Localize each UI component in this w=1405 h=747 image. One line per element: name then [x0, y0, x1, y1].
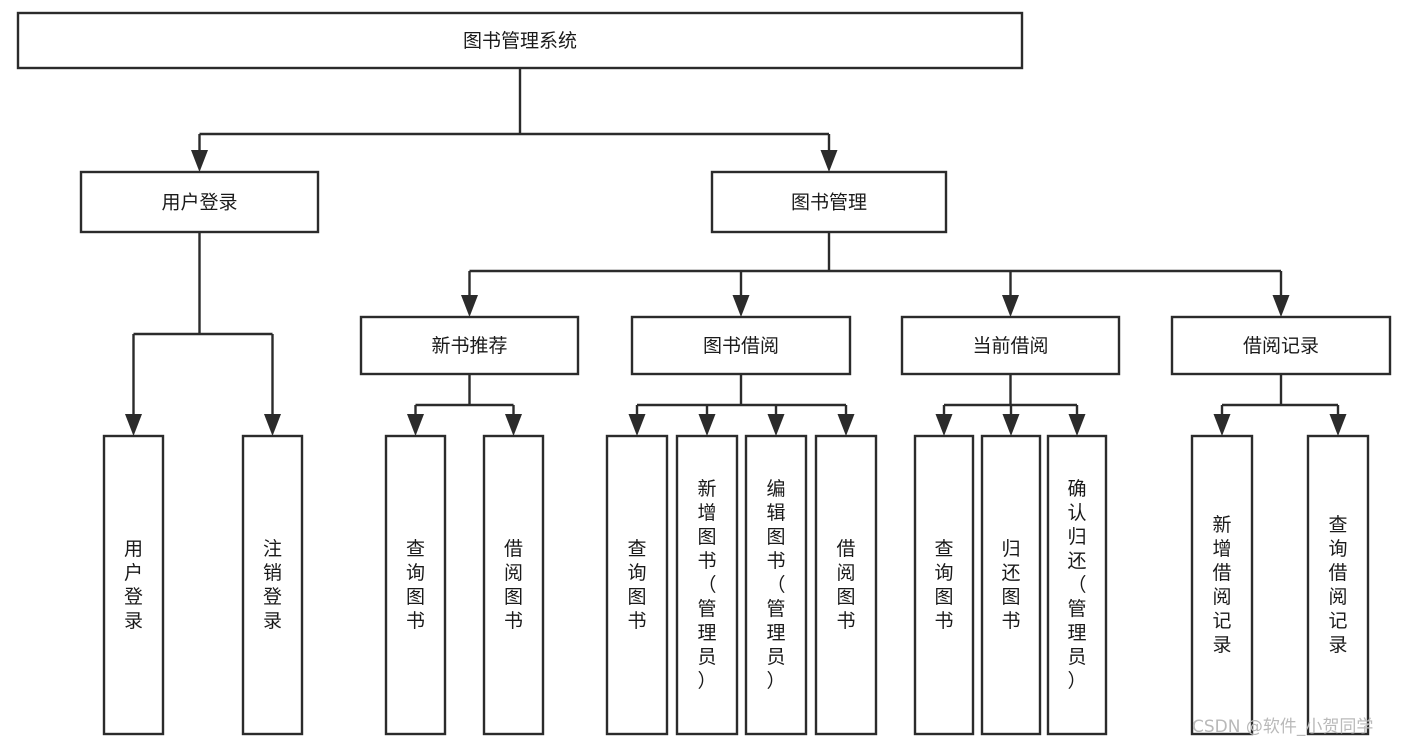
- node-label: 查询图书: [934, 538, 953, 632]
- node-leaf-return-book[interactable]: 归还图书: [980, 434, 1042, 736]
- node-label: 借阅图书: [836, 538, 855, 632]
- node-label: 图书借阅: [703, 335, 779, 357]
- arrow-head-icon: [698, 414, 716, 436]
- node-user-login[interactable]: 用户登录: [79, 170, 320, 234]
- edge-group-current-borrow: [935, 374, 1086, 436]
- arrow-head-icon: [1002, 295, 1019, 317]
- node-label: 新书推荐: [431, 335, 507, 357]
- node-box: [814, 434, 878, 736]
- node-label: 新增图书（管理员）: [697, 478, 716, 692]
- arrow-head-icon: [837, 414, 855, 436]
- arrow-head-icon: [191, 150, 208, 172]
- node-book-borrow[interactable]: 图书借阅: [630, 315, 852, 376]
- node-leaf-query-book-1[interactable]: 查询图书: [384, 434, 447, 736]
- node-label: 查询借阅记录: [1328, 514, 1347, 656]
- arrow-head-icon: [1002, 414, 1020, 436]
- node-box: [900, 315, 1121, 376]
- arrow-head-icon: [732, 295, 750, 317]
- node-leaf-query-book-2[interactable]: 查询图书: [605, 434, 669, 736]
- node-box: [710, 170, 948, 234]
- edge-group-book-manage: [461, 232, 1290, 317]
- arrow-head-icon: [1213, 414, 1231, 436]
- edge-group-new-book-recommend: [407, 374, 522, 436]
- node-box: [913, 434, 975, 736]
- node-borrow-record[interactable]: 借阅记录: [1170, 315, 1392, 376]
- node-leaf-logout[interactable]: 注销登录: [241, 434, 304, 736]
- node-label: 查询图书: [627, 538, 646, 632]
- node-label: 借阅记录: [1243, 335, 1319, 357]
- node-leaf-add-borrow-record[interactable]: 新增借阅记录: [1190, 434, 1254, 736]
- watermark-label: CSDN @软件_小贺同学: [1192, 717, 1373, 737]
- node-label: 查询图书: [406, 538, 425, 632]
- edges-layer: [125, 68, 1347, 436]
- node-label: 借阅图书: [504, 538, 523, 632]
- node-leaf-query-borrow-record[interactable]: 查询借阅记录: [1306, 434, 1370, 736]
- nodes-layer: 图书管理系统用户登录图书管理新书推荐图书借阅当前借阅借阅记录用户登录注销登录查询…: [16, 11, 1392, 736]
- node-label: 当前借阅: [972, 335, 1048, 357]
- node-box: [605, 434, 669, 736]
- node-root[interactable]: 图书管理系统: [16, 11, 1024, 70]
- node-box: [384, 434, 447, 736]
- node-box: [79, 170, 320, 234]
- arrow-head-icon: [461, 295, 478, 317]
- node-label: 确认归还（管理员）: [1067, 478, 1086, 692]
- node-current-borrow[interactable]: 当前借阅: [900, 315, 1121, 376]
- node-leaf-add-book-admin[interactable]: 新增图书（管理员）: [675, 434, 739, 736]
- node-box: [16, 11, 1024, 70]
- edge-group-root: [191, 68, 838, 172]
- edge-group-user-login: [125, 232, 281, 436]
- node-box: [482, 434, 545, 736]
- arrow-head-icon: [820, 150, 838, 172]
- node-label: 新增借阅记录: [1212, 514, 1231, 656]
- node-leaf-confirm-return-admin[interactable]: 确认归还（管理员）: [1046, 434, 1108, 736]
- node-label: 图书管理系统: [463, 30, 577, 52]
- arrow-head-icon: [125, 414, 142, 436]
- arrow-head-icon: [767, 414, 785, 436]
- node-box: [102, 434, 165, 736]
- node-label: 图书管理: [791, 192, 867, 214]
- node-box: [1046, 434, 1108, 736]
- node-leaf-borrow-book-1[interactable]: 借阅图书: [482, 434, 545, 736]
- node-box: [744, 434, 808, 736]
- arrow-head-icon: [1068, 414, 1086, 436]
- arrow-head-icon: [505, 414, 522, 436]
- node-leaf-query-book-3[interactable]: 查询图书: [913, 434, 975, 736]
- node-box: [359, 315, 580, 376]
- arrow-head-icon: [1272, 295, 1290, 317]
- node-label: 编辑图书（管理员）: [766, 478, 785, 692]
- edge-group-borrow-record: [1213, 374, 1347, 436]
- arrow-head-icon: [264, 414, 281, 436]
- node-box: [241, 434, 304, 736]
- edge-group-book-borrow: [628, 374, 855, 436]
- arrow-head-icon: [628, 414, 646, 436]
- arrow-head-icon: [407, 414, 424, 436]
- node-box: [1306, 434, 1370, 736]
- node-box: [1190, 434, 1254, 736]
- node-label: 归还图书: [1001, 538, 1020, 632]
- node-label: 注销登录: [263, 538, 282, 632]
- node-box: [675, 434, 739, 736]
- node-leaf-edit-book-admin[interactable]: 编辑图书（管理员）: [744, 434, 808, 736]
- arrow-head-icon: [1329, 414, 1347, 436]
- node-leaf-user-login[interactable]: 用户登录: [102, 434, 165, 736]
- node-label: 用户登录: [161, 192, 237, 214]
- node-book-manage[interactable]: 图书管理: [710, 170, 948, 234]
- arrow-head-icon: [935, 414, 953, 436]
- node-label: 用户登录: [124, 538, 143, 632]
- node-new-book-recommend[interactable]: 新书推荐: [359, 315, 580, 376]
- node-box: [980, 434, 1042, 736]
- node-leaf-borrow-book-2[interactable]: 借阅图书: [814, 434, 878, 736]
- node-box: [1170, 315, 1392, 376]
- node-box: [630, 315, 852, 376]
